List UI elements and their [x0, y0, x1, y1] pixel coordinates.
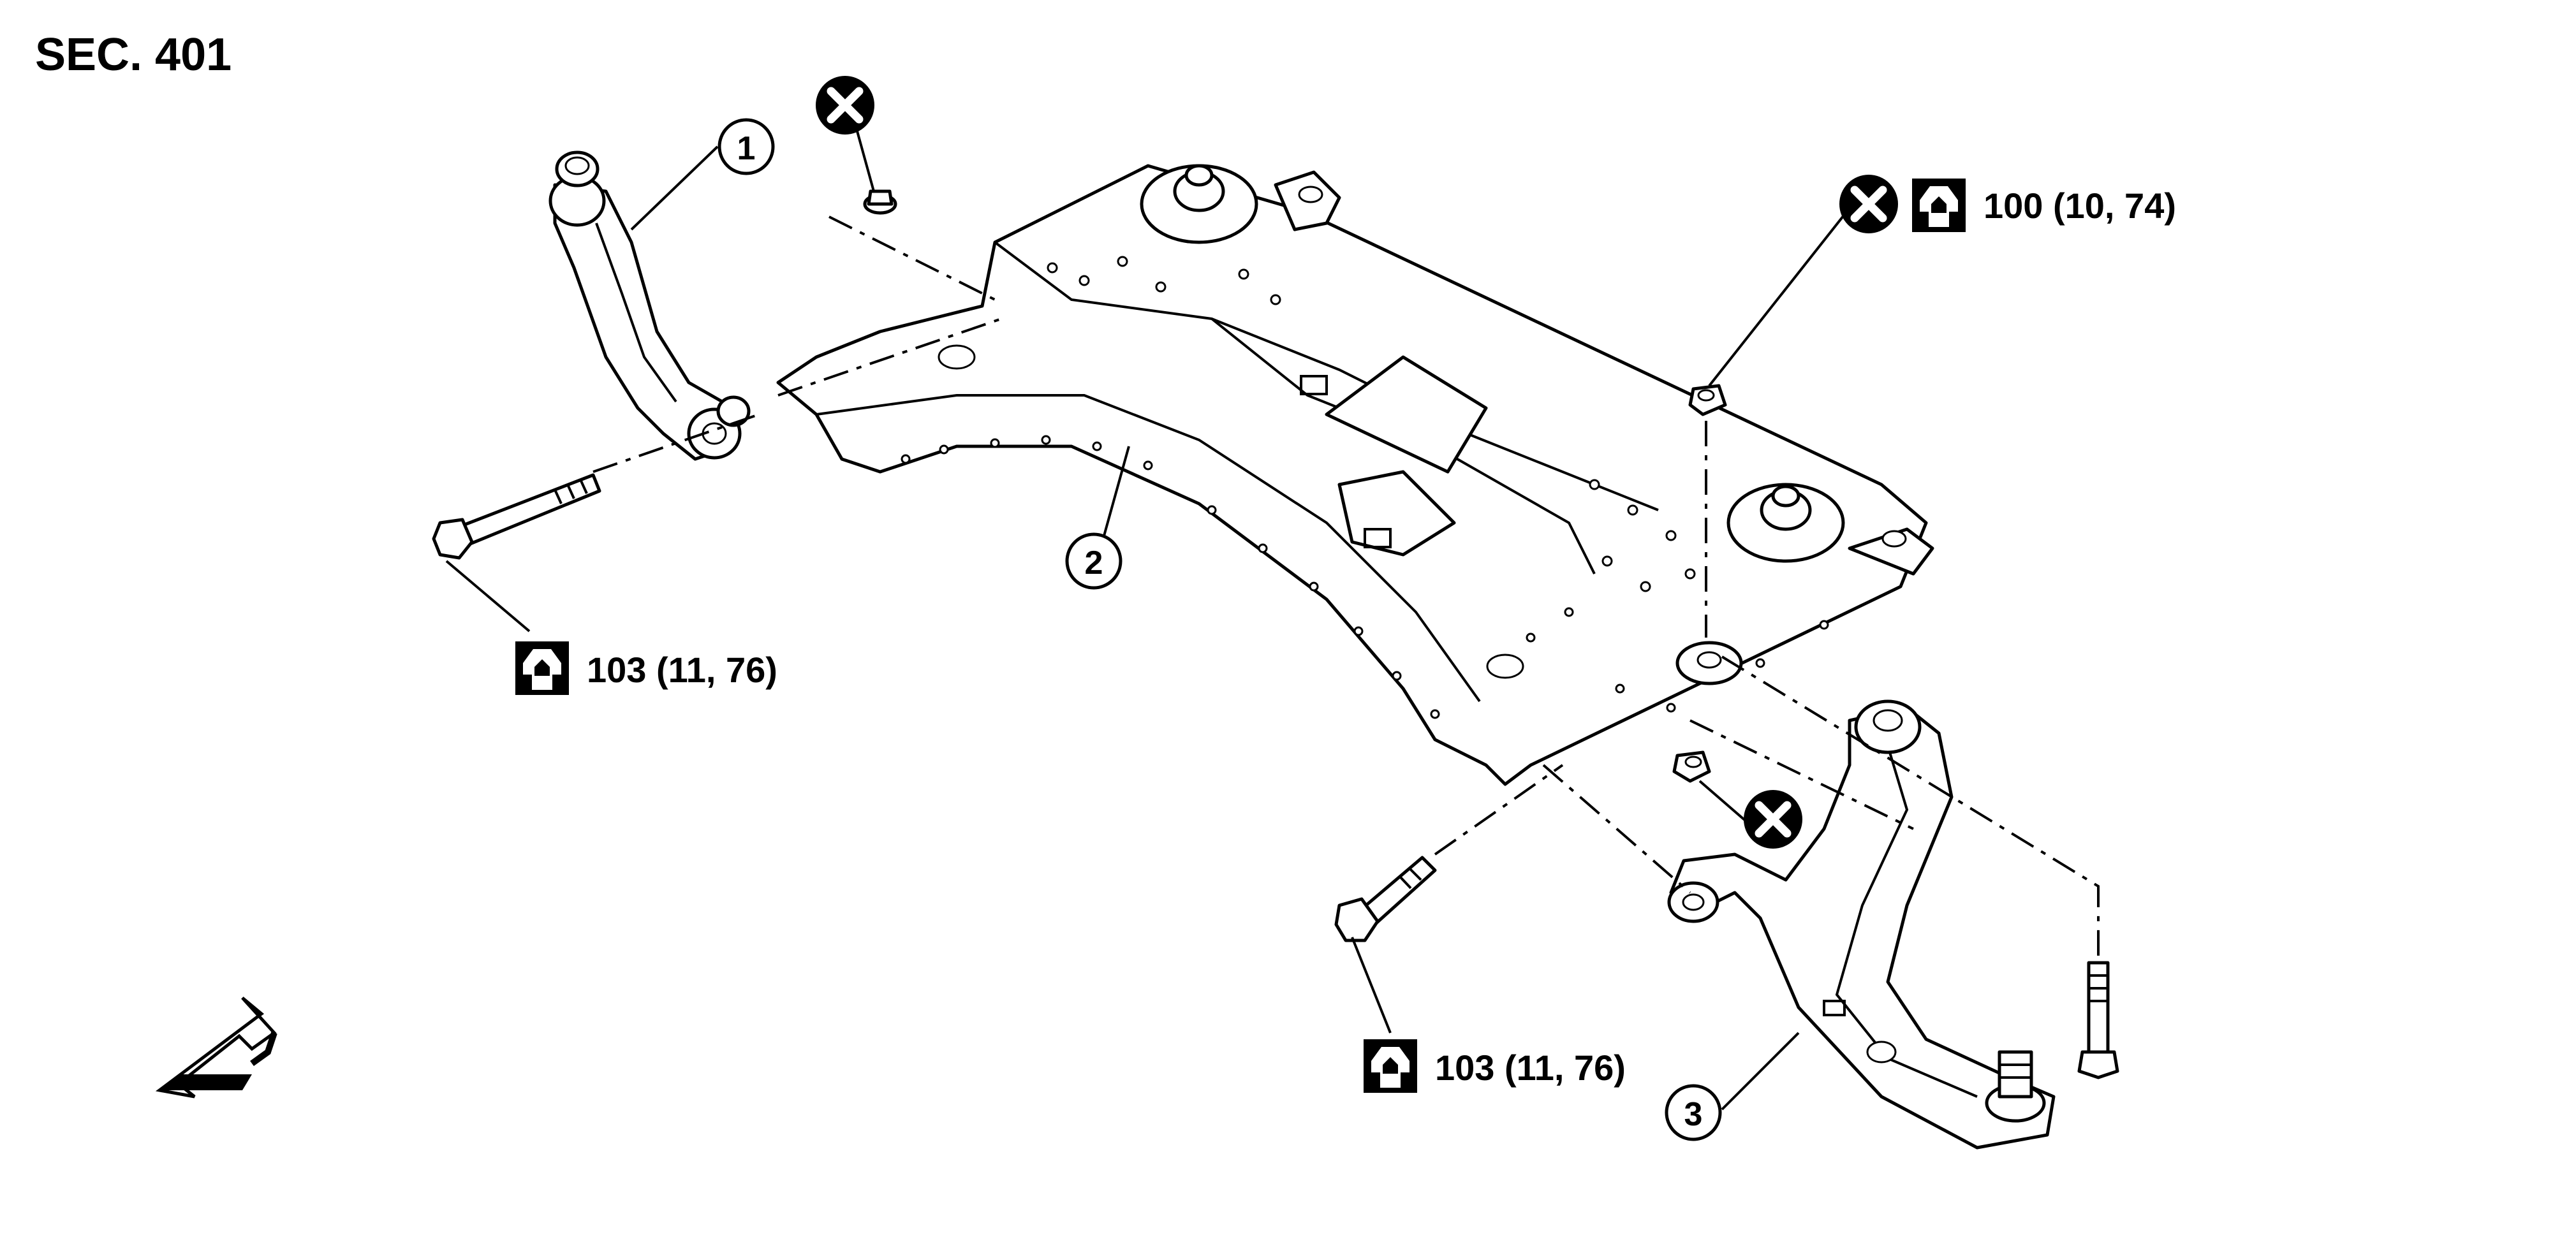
left-transverse-link — [548, 150, 751, 461]
front-arrow-icon — [155, 997, 277, 1099]
callout-3: 3 — [1667, 1086, 1720, 1139]
do-not-reuse-icon — [1744, 790, 1802, 849]
nut-right-upper — [1688, 384, 1727, 416]
callout-2: 2 — [1067, 534, 1121, 588]
leader-line — [1698, 780, 1749, 824]
wrench-icon — [515, 641, 569, 695]
assembly-line — [1542, 764, 1691, 894]
wrench-icon — [1364, 1039, 1417, 1093]
torque-spec-upper-right: 100 (10, 74) — [1912, 179, 2176, 232]
leader-line — [630, 145, 719, 231]
right-transverse-link — [1667, 699, 2056, 1150]
bolt-right-vertical — [2077, 961, 2119, 1079]
assembly-line — [828, 216, 996, 301]
leader-line — [445, 560, 531, 632]
assembly-line — [1689, 719, 1914, 830]
nut-right-lower — [1672, 750, 1711, 783]
section-label: SEC. 401 — [35, 29, 232, 80]
svg-text:103 (11, 76): 103 (11, 76) — [587, 650, 777, 690]
torque-spec-bottom-center: 103 (11, 76) — [1364, 1039, 1626, 1093]
svg-text:103 (11, 76): 103 (11, 76) — [1435, 1048, 1626, 1088]
svg-text:100 (10, 74): 100 (10, 74) — [1984, 186, 2176, 226]
bolt-left — [432, 473, 601, 560]
assembly-line — [592, 413, 760, 473]
suspension-member — [776, 164, 1934, 786]
bolt-front-center — [1334, 856, 1437, 942]
assembly-line — [1721, 655, 2100, 956]
svg-text:3: 3 — [1684, 1096, 1703, 1133]
svg-text:1: 1 — [737, 130, 756, 167]
assembly-line — [777, 318, 1002, 397]
wrench-icon — [1912, 179, 1966, 232]
torque-spec-left: 103 (11, 76) — [515, 641, 777, 695]
nut-top-left — [863, 189, 897, 215]
leader-line — [1721, 1032, 1800, 1111]
do-not-reuse-icon — [1839, 175, 1898, 233]
leader-line — [1708, 203, 1854, 387]
do-not-reuse-icon — [816, 76, 874, 135]
callout-1: 1 — [719, 120, 773, 173]
leader-line — [1351, 937, 1392, 1034]
svg-text:2: 2 — [1085, 544, 1103, 581]
